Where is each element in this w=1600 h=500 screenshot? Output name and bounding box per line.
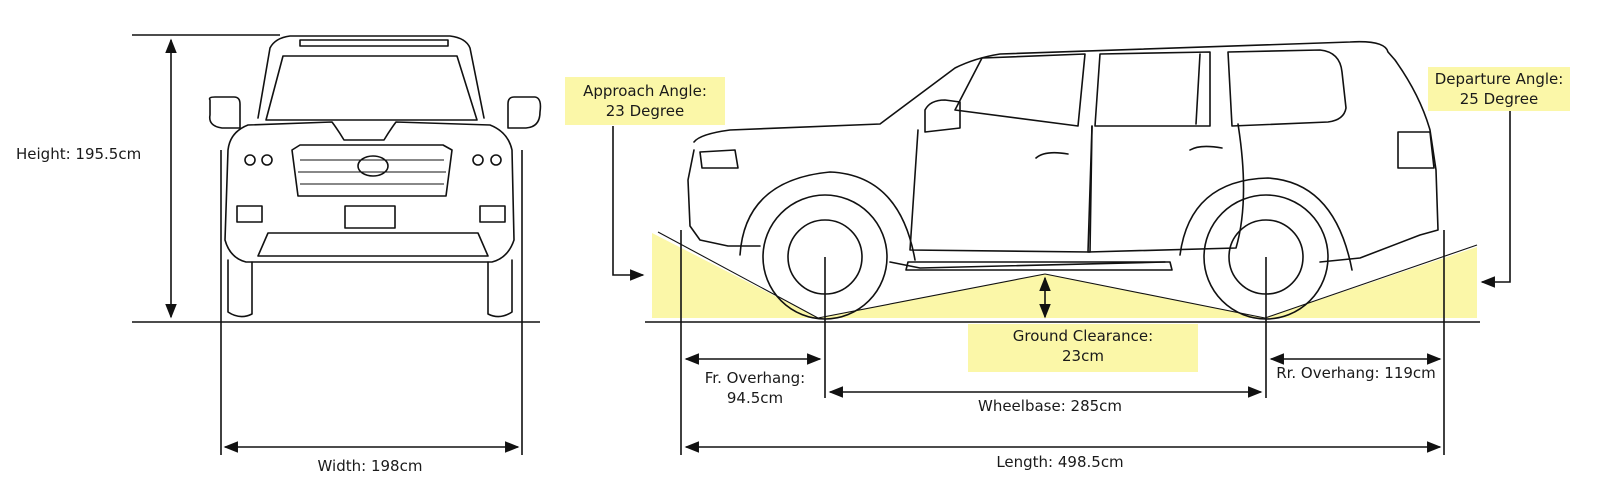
front-license-plate (344, 205, 396, 229)
departure-angle-leader (1480, 110, 1511, 288)
rear-wheel-arch (1179, 177, 1353, 271)
approach-angle-leader (612, 126, 645, 281)
side-view (612, 40, 1511, 455)
ground-clearance-area (818, 274, 1265, 318)
approach-angle-title: Approach Angle: (583, 82, 707, 100)
rear-overhang-label: Rr. Overhang: 119cm (1276, 364, 1436, 382)
front-right-tire (487, 259, 513, 318)
breakover-line-rear (1044, 273, 1266, 319)
front-door-window (954, 53, 1086, 127)
width-label: Width: 198cm (317, 457, 423, 475)
ground-clearance-callout: Ground Clearance: 23cm (968, 324, 1198, 372)
headlight-side (699, 149, 739, 169)
fog-light-right (479, 205, 506, 223)
headlight-left-outer (261, 154, 273, 166)
front-emblem (357, 155, 389, 177)
front-right-mirror (507, 96, 542, 129)
front-roof-pillars (257, 35, 485, 119)
ground-clearance-value: 23cm (1062, 347, 1104, 365)
side-body-outline (687, 40, 1439, 269)
front-body (224, 121, 515, 263)
front-door (909, 125, 1093, 253)
length-label: Length: 498.5cm (996, 453, 1124, 471)
departure-angle-title: Departure Angle: (1434, 70, 1564, 88)
departure-angle-line (1264, 244, 1478, 319)
front-overhang-callout: Fr. Overhang: 94.5cm (695, 368, 815, 408)
departure-angle-value: 25 Degree (1459, 90, 1539, 108)
rear-door (1087, 123, 1245, 253)
tail-light (1397, 131, 1435, 169)
approach-angle-value: 23 Degree (605, 102, 685, 120)
rear-door-window (1094, 51, 1211, 127)
front-view-vehicle-drawing (208, 35, 542, 318)
door-handles (1035, 145, 1223, 159)
front-wheel-arch (739, 171, 916, 261)
fog-light-left (236, 205, 263, 223)
front-grille (291, 144, 453, 197)
front-skid-plate (257, 232, 489, 257)
height-label: Height: 195.5cm (16, 145, 142, 163)
side-mirror (924, 99, 961, 133)
front-overhang-value: 94.5cm (726, 389, 784, 407)
departure-angle-callout: Departure Angle: 25 Degree (1428, 67, 1570, 111)
front-overhang-title: Fr. Overhang: (704, 369, 806, 387)
front-roof-light-bar (299, 39, 449, 47)
approach-angle-line (657, 231, 819, 319)
front-left-tire (227, 259, 253, 318)
front-windshield (265, 55, 478, 121)
headlight-left-inner (244, 154, 256, 166)
front-left-mirror (208, 96, 241, 129)
side-step (905, 261, 1173, 271)
front-view (132, 34, 542, 455)
headlight-right-outer (490, 154, 502, 166)
headlight-right-inner (472, 154, 484, 166)
rear-quarter-window (1227, 49, 1347, 127)
wheelbase-label: Wheelbase: 285cm (977, 397, 1123, 415)
approach-angle-callout: Approach Angle: 23 Degree (565, 77, 725, 125)
ground-clearance-title: Ground Clearance: (1012, 327, 1154, 345)
